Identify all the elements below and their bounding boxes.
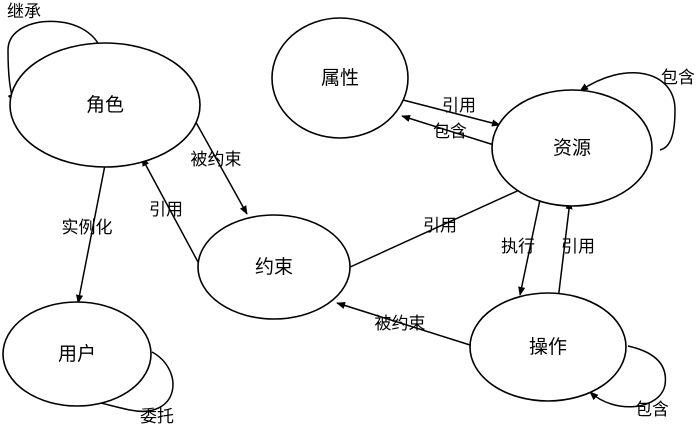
node-operation-label: 操作 xyxy=(529,336,567,358)
node-attribute-shape xyxy=(271,17,409,139)
node-role-label: 角色 xyxy=(86,94,124,116)
edge-role-to-constraint xyxy=(187,107,248,215)
label-constraint-ref-role: 引用 xyxy=(149,200,183,220)
node-role-shape xyxy=(9,42,201,168)
node-user-shape xyxy=(2,301,152,407)
label-operation-ref-resource: 引用 xyxy=(561,237,595,257)
edge-operation-to-constraint xyxy=(336,302,471,346)
label-attribute-contain: 包含 xyxy=(433,122,467,142)
edge-labels: 继承 包含 被约束 引用 实例化 引用 包含 引用 执行 引用 被约束 委托 包… xyxy=(7,2,695,427)
node-constraint-label: 约束 xyxy=(255,256,293,278)
edge-role-inherit-loop xyxy=(7,20,104,103)
edge-constraint-to-resource xyxy=(347,186,527,269)
node-attribute-label: 属性 xyxy=(321,67,359,89)
edge-constraint-to-role xyxy=(141,157,199,263)
edge-operation-contain-loop xyxy=(589,345,667,408)
node-operation: 操作 xyxy=(469,292,627,402)
edge-resource-to-operation xyxy=(518,194,542,296)
label-instantiate: 实例化 xyxy=(62,218,113,238)
node-resource-shape xyxy=(491,89,653,207)
label-execute: 执行 xyxy=(501,237,535,257)
node-user: 用户 xyxy=(2,301,152,407)
edge-resource-to-attribute xyxy=(401,115,495,146)
label-resource-contain: 包含 xyxy=(661,68,695,88)
node-attribute: 属性 xyxy=(271,17,409,139)
label-operation-constrained: 被约束 xyxy=(375,314,426,334)
label-resource-ref-attribute: 引用 xyxy=(442,96,476,116)
node-user-label: 用户 xyxy=(58,343,96,365)
node-resource: 资源 xyxy=(491,89,653,207)
label-role-constrained: 被约束 xyxy=(191,150,242,170)
node-constraint-shape xyxy=(197,214,351,320)
node-resource-label: 资源 xyxy=(553,137,591,159)
edge-resource-contain-loop xyxy=(579,72,676,151)
label-operation-contain: 包含 xyxy=(635,400,669,420)
node-constraint: 约束 xyxy=(197,214,351,320)
node-role: 角色 xyxy=(9,42,201,168)
label-inherit: 继承 xyxy=(7,2,41,22)
edge-attribute-to-resource xyxy=(402,99,501,127)
edge-role-to-user xyxy=(76,164,106,304)
label-delegate: 委托 xyxy=(140,407,174,427)
label-constraint-ref-resource: 引用 xyxy=(423,216,457,236)
node-operation-shape xyxy=(469,292,627,402)
edge-operation-to-resource xyxy=(557,200,573,301)
edges xyxy=(7,20,676,413)
nodes: 角色 属性 资源 约束 用户 操作 xyxy=(2,17,653,407)
